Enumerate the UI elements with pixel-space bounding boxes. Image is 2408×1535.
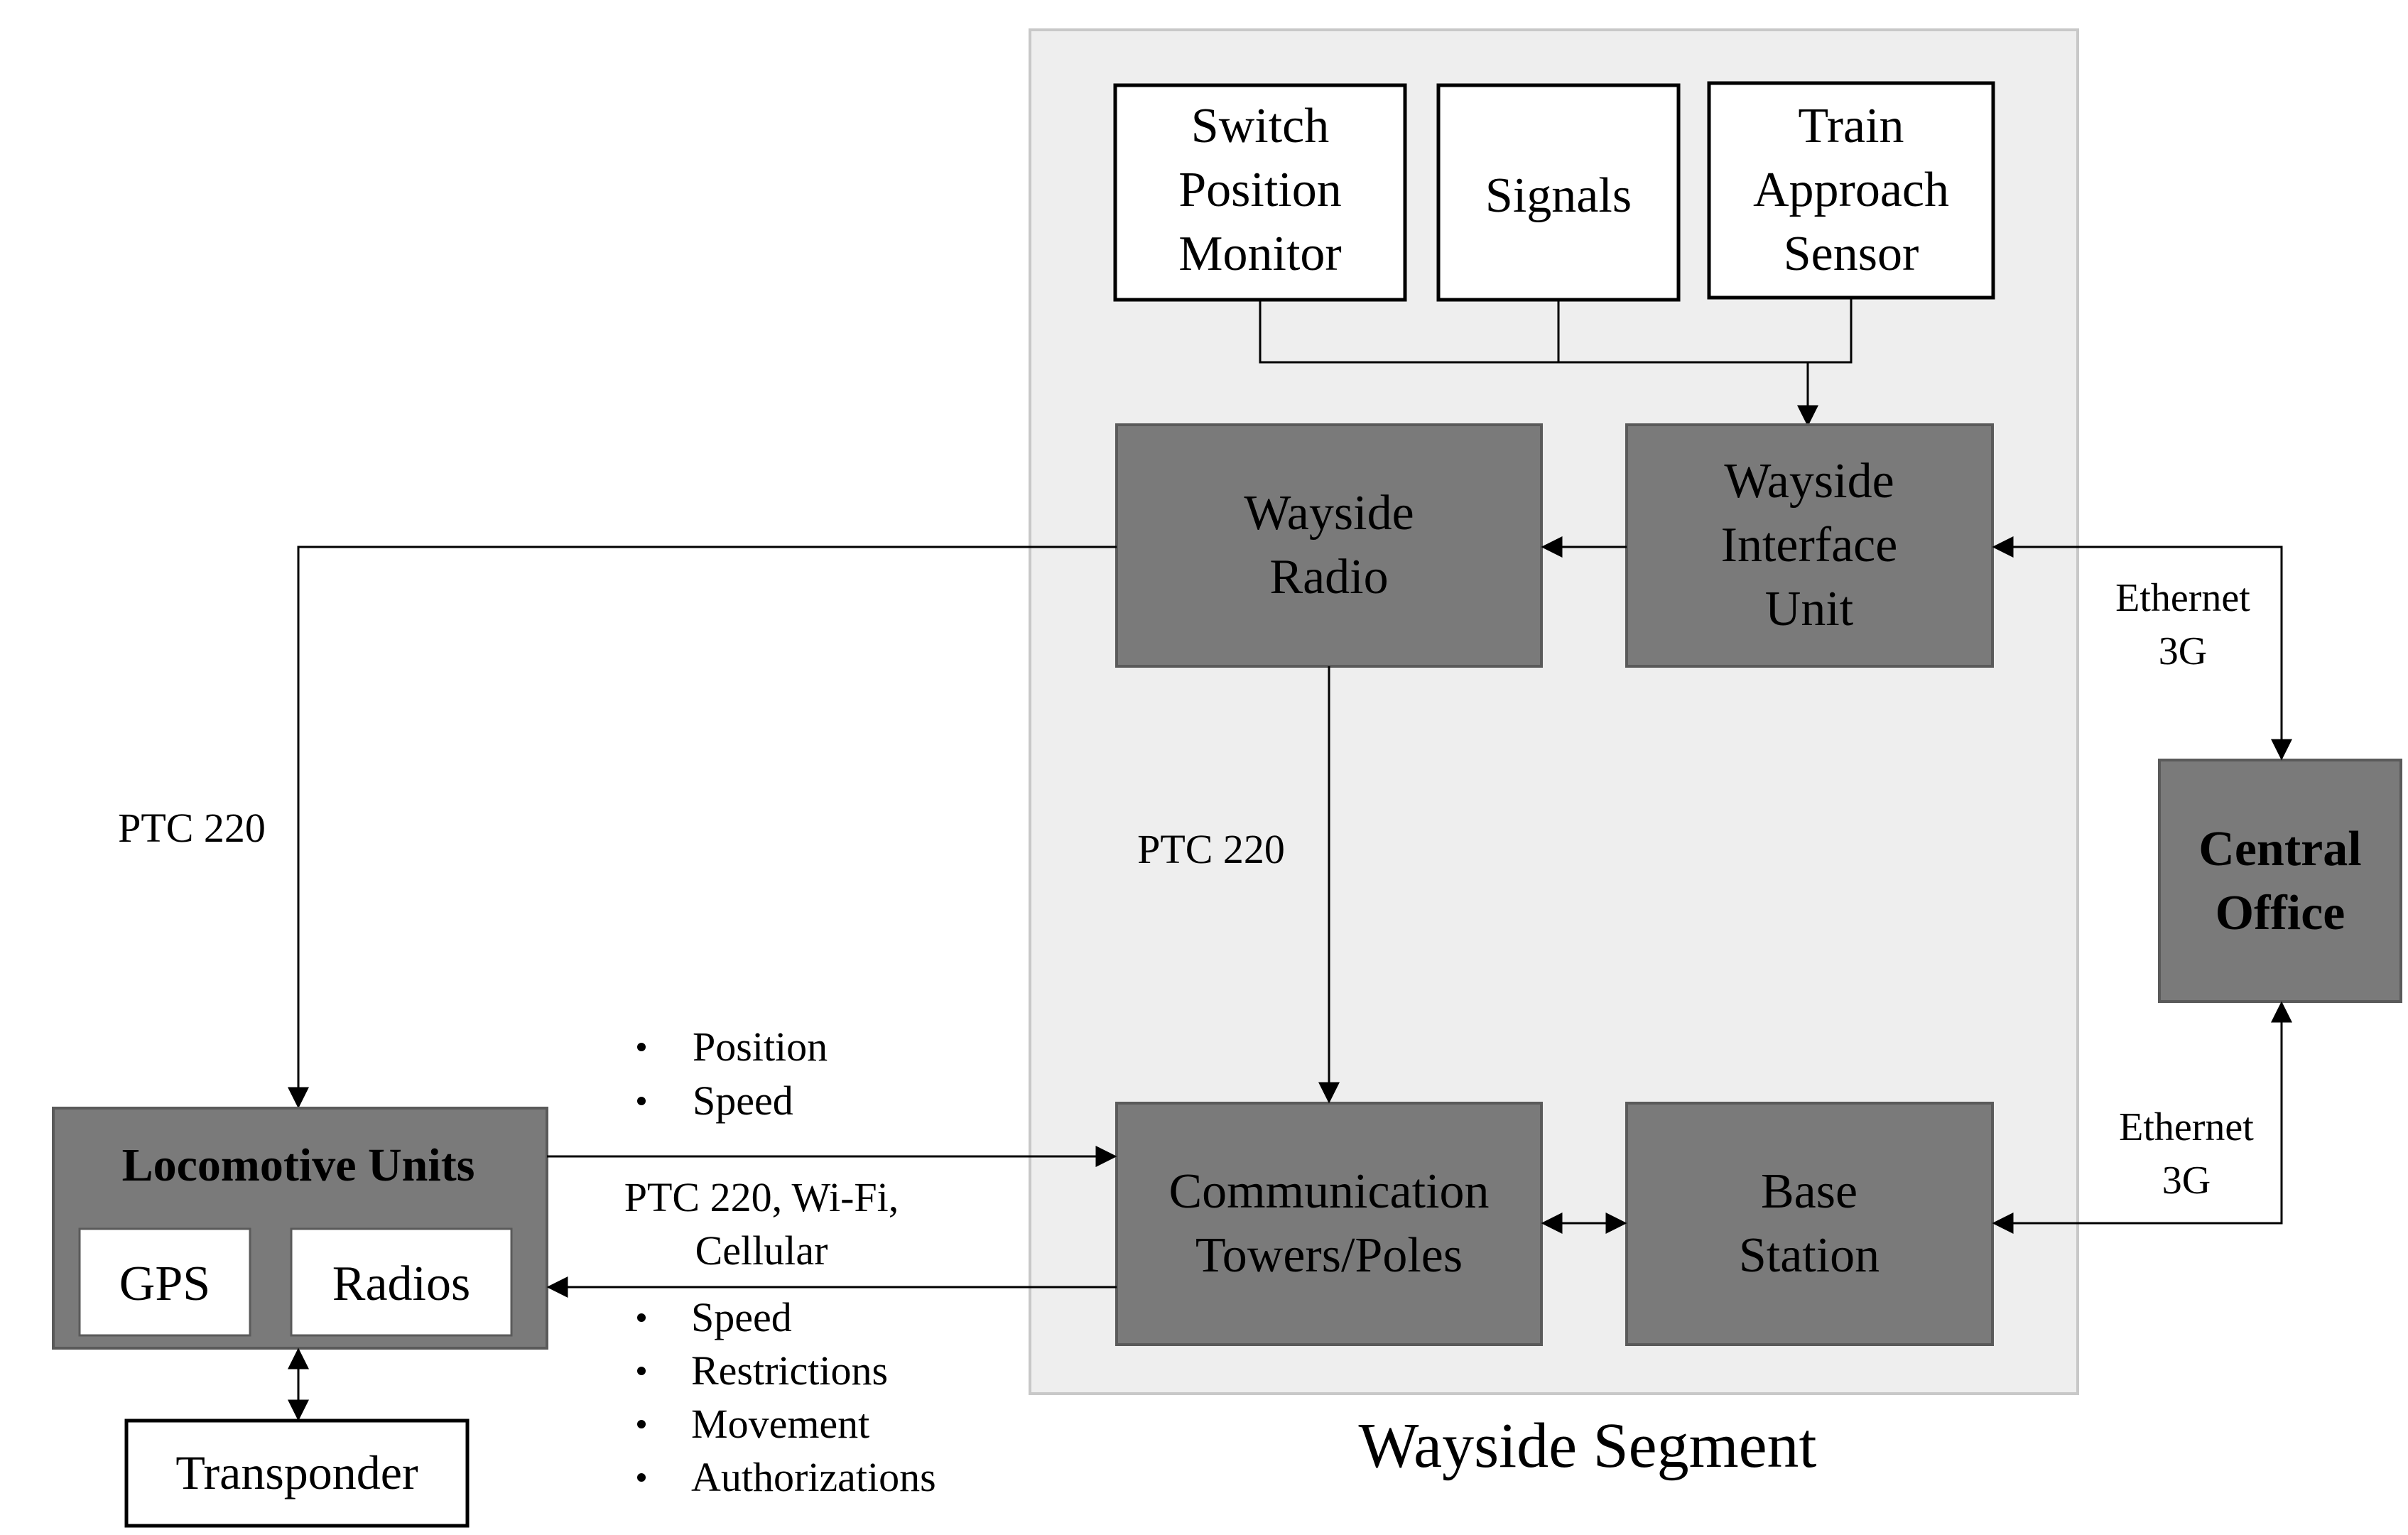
uplink-bullet-2: Speed (693, 1078, 793, 1124)
ptc-center-label: PTC 220 (1137, 826, 1285, 872)
downlink-bullet-2: Restrictions (691, 1347, 888, 1394)
central-office-line-1: Central (2198, 822, 2361, 877)
communication-towers-box: Communication Towers/Poles (1115, 1102, 1543, 1346)
transponder-label: Transponder (175, 1445, 418, 1499)
transponder-box: Transponder (124, 1419, 470, 1528)
communication-towers-line-2: Towers/Poles (1195, 1228, 1463, 1283)
signals-box: Signals (1436, 83, 1681, 302)
locomotive-units-box: Locomotive Units GPS Radios (52, 1107, 548, 1350)
downlink-bullet-4: Authorizations (691, 1454, 936, 1500)
base-station-central-office-arrow (1992, 1001, 2292, 1234)
communication-towers-line-1: Communication (1168, 1164, 1489, 1219)
wayside-interface-unit-box: Wayside Interface Unit (1625, 423, 1994, 668)
downlink-bullet-list: Speed Restrictions Movement Authorizatio… (637, 1294, 936, 1500)
switch-position-monitor-line-1: Switch (1191, 99, 1329, 153)
ethernet-top-line-2: 3G (2159, 629, 2207, 673)
train-approach-sensor-line-3: Sensor (1784, 227, 1919, 281)
ptc-left-label: PTC 220 (118, 805, 266, 851)
signals-label: Signals (1485, 168, 1632, 223)
wayside-segment-label: Wayside Segment (1358, 1411, 1816, 1481)
train-approach-sensor-box: Train Approach Sensor (1707, 81, 1995, 300)
base-station-line-1: Base (1761, 1164, 1857, 1219)
uplink-bullet-list: Position Speed (637, 1024, 828, 1124)
downlink-bullet-3: Movement (691, 1401, 869, 1447)
ethernet-bottom-line-1: Ethernet (2119, 1105, 2254, 1149)
radios-box (290, 1227, 513, 1337)
uplink-bullet-1: Position (693, 1024, 828, 1070)
ptc-wifi-line-1: PTC 220, Wi-Fi, (624, 1174, 899, 1220)
ethernet-bottom-line-2: 3G (2162, 1159, 2211, 1203)
base-station-box: Base Station (1625, 1102, 1994, 1346)
base-station-line-2: Station (1739, 1228, 1880, 1283)
downlink-bullet-1: Speed (691, 1294, 792, 1340)
gps-box (78, 1227, 251, 1337)
ethernet-top-line-1: Ethernet (2115, 576, 2250, 620)
wayside-interface-unit-line-1: Wayside (1724, 454, 1894, 509)
wayside-radio-line-2: Radio (1269, 550, 1388, 604)
locomotive-units-title: Locomotive Units (122, 1139, 475, 1191)
train-approach-sensor-line-2: Approach (1753, 163, 1949, 217)
interface-central-office-arrow (1992, 536, 2292, 761)
switch-position-monitor-line-2: Position (1178, 163, 1342, 217)
train-approach-sensor-line-1: Train (1798, 99, 1904, 153)
central-office-box: Central Office (2158, 759, 2402, 1003)
gps-label: GPS (119, 1257, 210, 1311)
ptc-wifi-line-2: Cellular (695, 1227, 828, 1274)
central-office-line-2: Office (2216, 886, 2345, 940)
wayside-interface-unit-line-3: Unit (1765, 582, 1854, 636)
wayside-radio-box: Wayside Radio (1115, 423, 1543, 668)
wayside-radio-line-1: Wayside (1244, 486, 1414, 541)
radio-to-locomotive-arrow (288, 546, 1117, 1109)
radios-label: Radios (332, 1257, 470, 1311)
switch-position-monitor-line-3: Monitor (1178, 227, 1341, 281)
sensor-bus-line (1259, 298, 1853, 425)
wayside-interface-unit-line-2: Interface (1721, 518, 1898, 573)
switch-position-monitor-box: Switch Position Monitor (1113, 83, 1407, 302)
